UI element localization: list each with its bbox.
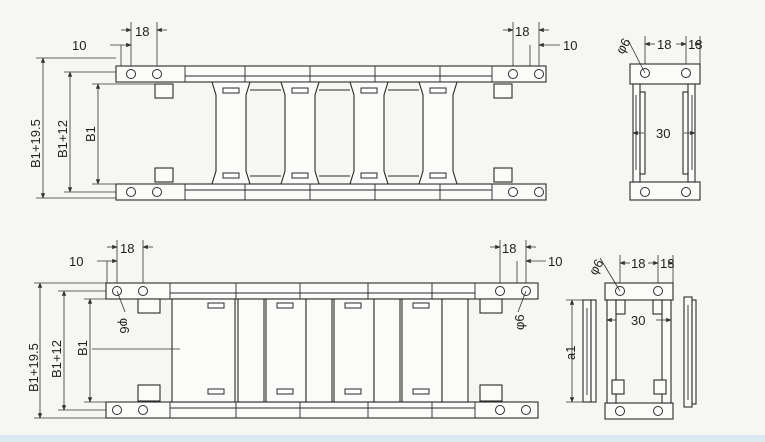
bottom-plates bbox=[171, 298, 469, 403]
top-rail-joints bbox=[184, 66, 493, 200]
footer-band bbox=[0, 435, 765, 442]
bottom-section-a1: a1 bbox=[563, 346, 578, 360]
top-dimensions: 18 10 18 10 B1+19.5 B1+12 B1 bbox=[28, 22, 577, 199]
bottom-slots bbox=[207, 302, 430, 395]
top-mount-holes bbox=[126, 69, 544, 197]
top-chain-assembly bbox=[115, 65, 547, 201]
bottom-section-phi6: φ6 bbox=[586, 256, 607, 277]
bottom-dim-10-right: 10 bbox=[548, 254, 562, 269]
bottom-hole-label-right: φ6 bbox=[512, 314, 527, 330]
bottom-lower-rail bbox=[105, 401, 539, 419]
top-dim-18-right: 18 bbox=[515, 24, 529, 39]
bottom-section-13: 13 bbox=[660, 256, 674, 271]
bottom-chain-assembly bbox=[105, 282, 539, 419]
bottom-dim-18-left: 18 bbox=[120, 241, 134, 256]
bottom-dim-b1-19-5: B1+19.5 bbox=[26, 343, 41, 392]
bottom-section-30: 30 bbox=[631, 313, 645, 328]
top-section-30: 30 bbox=[656, 126, 670, 141]
top-lower-rail bbox=[115, 183, 547, 201]
top-side-links bbox=[250, 89, 419, 177]
bottom-mount-holes bbox=[112, 286, 531, 415]
top-dim-10-right: 10 bbox=[563, 38, 577, 53]
bottom-upper-rail bbox=[105, 282, 539, 300]
top-dim-10-left: 10 bbox=[72, 38, 86, 53]
top-upper-rail bbox=[115, 65, 547, 83]
bottom-dim-18-right: 18 bbox=[502, 241, 516, 256]
bottom-cross-section: 18 13 30 a1 φ6 bbox=[563, 255, 697, 420]
top-cross-section: 18 13 30 φ6 bbox=[613, 35, 702, 201]
top-section-13: 13 bbox=[688, 37, 702, 52]
bottom-dim-10-left: 10 bbox=[69, 254, 83, 269]
top-section-18: 18 bbox=[657, 37, 671, 52]
top-dim-b1-12: B1+12 bbox=[55, 120, 70, 158]
bottom-hole-label-left: φ6 bbox=[117, 318, 132, 334]
top-dim-b1-19-5: B1+19.5 bbox=[28, 119, 43, 168]
top-section-phi6: φ6 bbox=[613, 35, 634, 56]
bottom-dim-b1: B1 bbox=[75, 340, 90, 356]
top-slots bbox=[222, 87, 447, 179]
top-dim-18-left: 18 bbox=[135, 24, 149, 39]
top-end-brackets bbox=[154, 83, 513, 183]
bottom-section-18: 18 bbox=[631, 256, 645, 271]
top-dim-b1: B1 bbox=[83, 126, 98, 142]
bottom-end-brackets bbox=[137, 298, 503, 402]
bottom-dim-b1-12: B1+12 bbox=[49, 340, 64, 378]
bottom-dimensions: 18 10 18 10 B1+19.5 B1+12 B1 φ6 φ6 bbox=[26, 240, 562, 419]
top-crossbars bbox=[211, 81, 458, 185]
bottom-rail-joints bbox=[169, 283, 476, 418]
